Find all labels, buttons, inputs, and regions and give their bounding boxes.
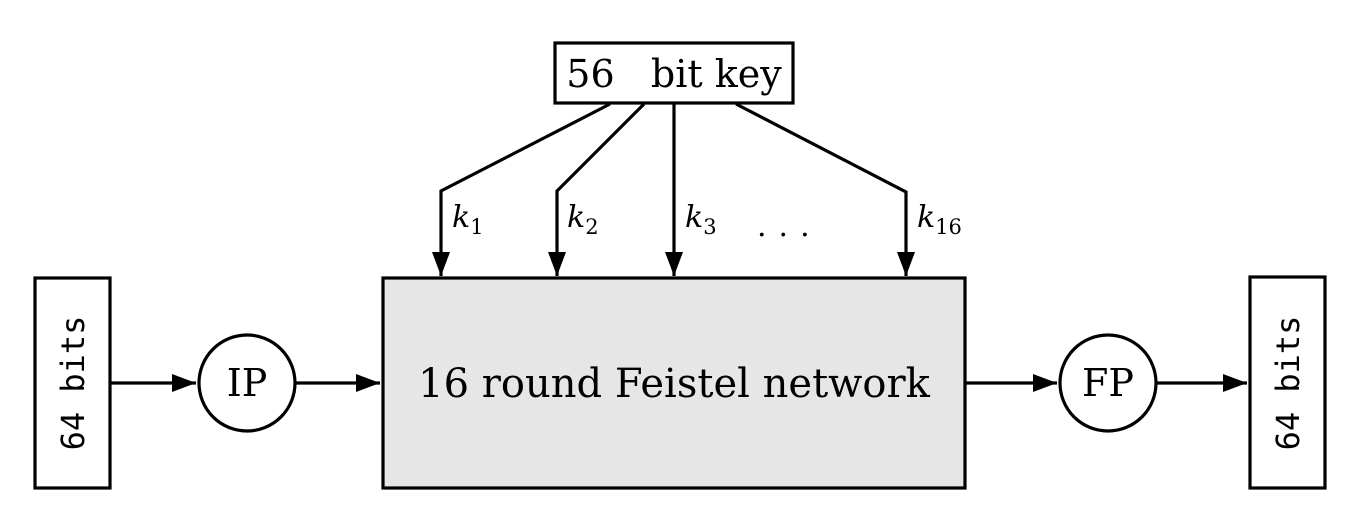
ip-node-label: IP — [227, 361, 268, 405]
ip-node — [197, 333, 297, 433]
feistel-network-label: 16 round Feistel network — [418, 361, 930, 407]
subkey-label-k3: k3 — [685, 200, 717, 239]
subkey-label-k1: k1 — [452, 200, 484, 239]
subkey-label-k2: k2 — [567, 200, 599, 239]
output-bits-box — [1248, 275, 1327, 490]
subkey-arrow-k1 — [432, 102, 611, 276]
key-box-label: 56 bit key — [566, 52, 782, 96]
subkey-arrow-k2 — [548, 102, 646, 276]
input-bits-box — [33, 276, 112, 490]
subkey-ellipsis: ... — [757, 209, 822, 244]
fp-node-label: FP — [1082, 361, 1134, 405]
input-bits-label: 64 bits — [54, 316, 92, 451]
subkey-k3-sub: 3 — [703, 215, 716, 239]
key-box — [553, 41, 795, 105]
subkey-label-k16: k16 — [917, 200, 962, 239]
fp-node — [1058, 333, 1158, 433]
subkey-k16-base: k — [917, 200, 935, 235]
subkey-k2-sub: 2 — [585, 215, 598, 239]
subkey-k16-sub: 16 — [935, 215, 962, 239]
subkey-k2-base: k — [567, 200, 585, 235]
subkey-k1-sub: 1 — [470, 215, 483, 239]
subkey-k1-base: k — [452, 200, 470, 235]
output-bits-label: 64 bits — [1269, 316, 1307, 451]
subkey-k3-base: k — [685, 200, 703, 235]
subkey-arrow-k16 — [735, 102, 915, 276]
